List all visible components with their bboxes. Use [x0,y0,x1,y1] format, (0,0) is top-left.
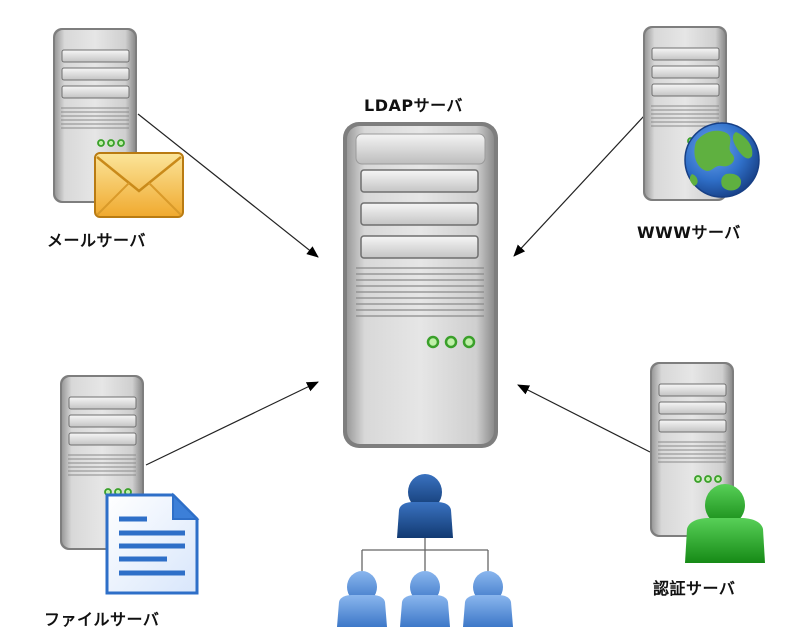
edge-mail-to-ldap [137,113,319,258]
mail-server-label: メールサーバ [47,231,146,250]
edges [137,113,651,466]
hierarchy-connectors [361,538,489,572]
ldap-server-label: LDAPサーバ [364,96,463,115]
envelope-icon [94,152,184,218]
ldap-vents [356,267,484,317]
user-hierarchy-icon [337,474,513,627]
hierarchy-parent-user [397,474,453,538]
hierarchy-child-user [337,571,387,627]
www-server-label: WWWサーバ [637,223,741,242]
hierarchy-child-user [400,571,450,627]
edge-auth-to-ldap [517,384,651,453]
ldap-drive-bays [360,169,479,259]
hierarchy-child-user [463,571,513,627]
auth-server-label: 認証サーバ [653,579,736,598]
ldap-status-leds [426,335,476,349]
document-icon [105,492,200,595]
user-icon [685,484,765,563]
ldap-server [343,122,498,448]
edge-file-to-ldap [145,381,319,466]
file-server-label: ファイルサーバ [44,610,160,629]
globe-icon [684,122,760,198]
edge-www-to-ldap [513,115,645,257]
